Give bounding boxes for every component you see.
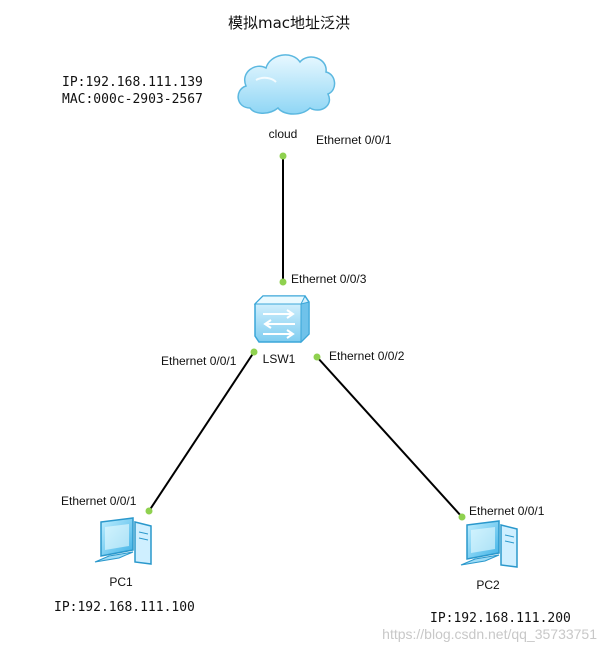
pc1-port-label: Ethernet 0/0/1: [61, 494, 137, 508]
switch-port-left-label: Ethernet 0/0/1: [161, 354, 237, 368]
switch-port-right-label: Ethernet 0/0/2: [329, 349, 405, 363]
port-dot-lsw1-left[interactable]: [250, 348, 258, 356]
port-dot-pc2[interactable]: [458, 513, 466, 521]
switch-label: LSW1: [263, 352, 296, 366]
port-dot-pc1[interactable]: [145, 507, 153, 515]
port-dot-lsw1-right[interactable]: [313, 353, 321, 361]
cloud-ip: IP:192.168.111.139: [62, 75, 203, 90]
pc1-ip: IP:192.168.111.100: [54, 600, 195, 615]
pc-icon[interactable]: [94, 517, 152, 565]
port-dot-lsw1-up[interactable]: [279, 278, 287, 286]
cloud-label: cloud: [269, 127, 298, 141]
pc2-port-label: Ethernet 0/0/1: [469, 504, 545, 518]
pc2-ip: IP:192.168.111.200: [430, 611, 571, 626]
pc2-label: PC2: [476, 578, 500, 592]
switch-icon[interactable]: [253, 295, 310, 344]
cloud-icon[interactable]: [237, 54, 336, 115]
watermark-text: https://blog.csdn.net/qq_35733751: [382, 626, 597, 642]
link-lsw1-pc2: [316, 356, 463, 518]
port-dot-cloud[interactable]: [279, 152, 287, 160]
diagram-title: 模拟mac地址泛洪: [228, 14, 350, 32]
pc-icon[interactable]: [460, 520, 518, 568]
cloud-mac: MAC:000c-2903-2567: [62, 92, 203, 107]
link-lsw1-pc1: [148, 351, 255, 512]
pc1-label: PC1: [109, 575, 133, 589]
cloud-port-label: Ethernet 0/0/1: [316, 133, 392, 147]
switch-port-up-label: Ethernet 0/0/3: [291, 272, 367, 286]
